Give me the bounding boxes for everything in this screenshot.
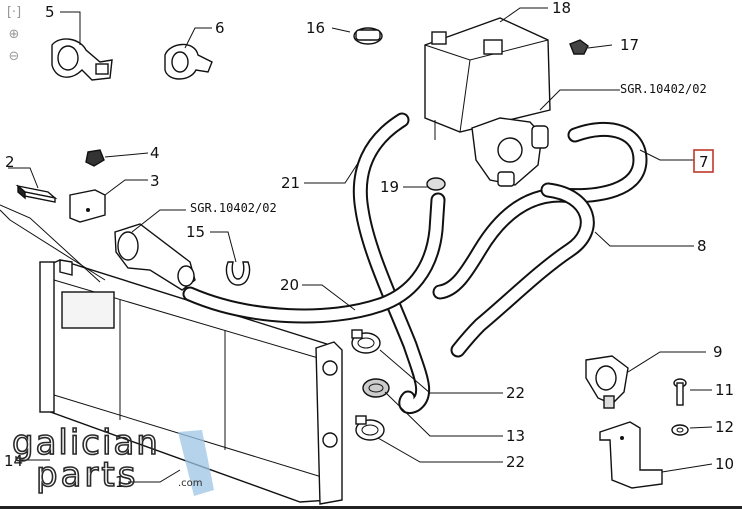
callout-20[interactable]: 20 (280, 276, 299, 294)
sensor-holder-part[interactable] (585, 355, 629, 409)
zoom-in-icon[interactable]: ⊕ (8, 27, 20, 42)
zoom-out-icon[interactable]: ⊖ (8, 49, 20, 64)
bottom-border (0, 506, 742, 509)
hose-part-20[interactable] (182, 192, 446, 324)
filler-neck-part[interactable] (114, 223, 196, 291)
reference-code-left[interactable]: SGR.10402/02 (190, 201, 277, 215)
callout-1[interactable]: 1 (115, 473, 125, 491)
callout-19[interactable]: 19 (380, 178, 399, 196)
fit-screen-icon[interactable]: [·] (6, 5, 22, 20)
hose-clamp-part-5[interactable] (51, 38, 113, 81)
callout-22-bottom[interactable]: 22 (506, 453, 525, 471)
hose-clamp-part-22a[interactable] (351, 329, 381, 354)
thermostat-housing-part[interactable] (471, 117, 549, 187)
callout-15[interactable]: 15 (186, 223, 205, 241)
hose-part-21[interactable] (352, 112, 431, 415)
expansion-cap-part[interactable] (353, 27, 383, 45)
callout-7[interactable]: 7 (699, 153, 709, 171)
hose-clamp-part-13[interactable] (362, 378, 390, 398)
selection-highlight-box (693, 149, 714, 173)
galicianparts-logo-watermark: galician parts .com (11, 422, 214, 496)
reference-code-top[interactable]: SGR.10402/02 (620, 82, 707, 96)
seal-strip-part[interactable] (15, 184, 58, 203)
hose-clamp-part-22b[interactable] (355, 415, 385, 441)
radiator-part[interactable] (39, 259, 343, 505)
callout-21[interactable]: 21 (281, 174, 300, 192)
callout-3[interactable]: 3 (150, 172, 160, 190)
callout-10[interactable]: 10 (715, 455, 734, 473)
callout-2[interactable]: 2 (5, 153, 15, 171)
support-bracket-part[interactable] (599, 421, 663, 489)
callout-13[interactable]: 13 (506, 427, 525, 445)
small-clamp-part-19[interactable] (426, 177, 446, 191)
callout-17[interactable]: 17 (620, 36, 639, 54)
callout-12[interactable]: 12 (715, 418, 734, 436)
callout-22-top[interactable]: 22 (506, 384, 525, 402)
hose-part-8[interactable] (450, 182, 595, 358)
bleed-plug-part[interactable] (569, 39, 589, 55)
callout-14[interactable]: 14 (4, 452, 23, 470)
leader-lines (0, 7, 713, 483)
expansion-tank-part[interactable] (424, 17, 551, 140)
callout-5[interactable]: 5 (45, 3, 55, 21)
callout-7-selected[interactable]: 7 (693, 149, 714, 173)
callout-8[interactable]: 8 (697, 237, 707, 255)
callout-4[interactable]: 4 (150, 144, 160, 162)
pipe-clamp-part-6[interactable] (164, 43, 213, 80)
logo-domain-suffix: .com (178, 478, 203, 489)
callout-16[interactable]: 16 (306, 19, 325, 37)
callout-18[interactable]: 18 (552, 0, 571, 17)
washer-part[interactable] (671, 424, 689, 436)
logo-accent-shape (178, 430, 214, 496)
logo-word-parts: parts (36, 455, 138, 495)
callout-11[interactable]: 11 (715, 381, 734, 399)
logo-word-galician: galician (12, 423, 160, 463)
mount-bracket-part[interactable] (69, 189, 106, 223)
clip-part[interactable] (85, 149, 105, 167)
bolt-part[interactable] (673, 378, 687, 406)
callout-9[interactable]: 9 (713, 343, 723, 361)
spring-clip-part-15[interactable] (225, 261, 251, 286)
callout-6[interactable]: 6 (215, 19, 225, 37)
